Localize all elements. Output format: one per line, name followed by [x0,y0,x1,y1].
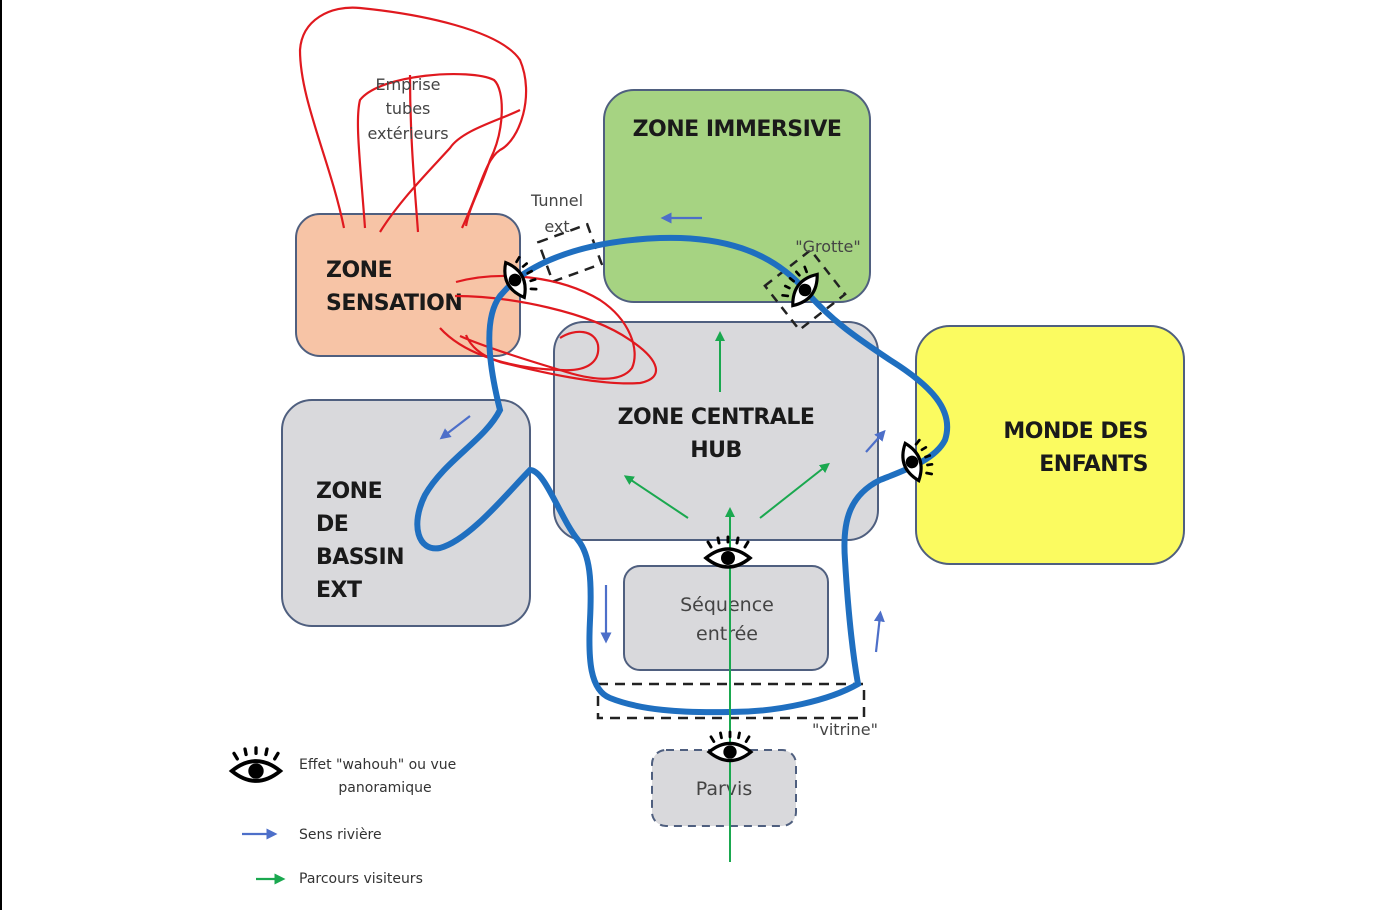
tunnel-line1: Tunnel [530,191,583,210]
tunnel-annotation: Tunnel ext [530,191,583,236]
zone-basin-line2: DE [316,512,348,537]
visitor-arrows [623,331,830,862]
zone-entry-line2: entrée [696,623,758,645]
external-tubes [298,6,658,385]
eye-icon [707,730,753,763]
zone-forecourt-label: Parvis [696,778,752,800]
river-loop [414,234,951,716]
zone-sensation: ZONE SENSATION [295,213,521,357]
zone-children-line2: ENFANTS [1039,452,1148,477]
zone-forecourt: Parvis [651,749,797,827]
zone-sensation-line2: SENSATION [326,291,462,316]
eye-icon [704,535,752,569]
tubes-annotation: Emprise tubes extérieurs [367,75,448,143]
zone-children: MONDE DES ENFANTS [915,325,1185,565]
zone-children-line1: MONDE DES [1003,419,1148,444]
tubes-line1: Emprise [375,75,440,94]
zone-entry-line1: Séquence [680,594,774,616]
zone-entry-sequence: Séquence entrée [623,565,829,671]
legend-eye-icon [229,745,283,783]
zone-basin-line4: EXT [316,578,362,603]
zone-central-line2: HUB [690,438,742,463]
showcase-annotation: "vitrine" [812,720,878,739]
cave-annotation: "Grotte" [795,237,861,256]
frame-border [0,0,2,910]
cave-box [763,248,847,332]
tubes-line3: extérieurs [367,124,448,143]
zone-basin-line1: ZONE [316,479,382,504]
legend-visitors-label: Parcours visiteurs [299,871,423,887]
legend-wow-line1: Effet "wahouh" ou vue [299,757,456,773]
zone-basin: ZONE DE BASSIN EXT [281,399,531,627]
tunnel-line2: ext [544,217,569,236]
legend-river-label: Sens rivière [299,827,382,843]
tubes-line2: tubes [386,99,431,118]
zone-central-line1: ZONE CENTRALE [618,405,815,430]
legend-wow-line2: panoramique [338,780,431,796]
river-arrows [439,212,886,653]
zone-sensation-line1: ZONE [326,258,392,283]
zone-basin-line3: BASSIN [316,545,404,570]
zone-immersive-label: ZONE IMMERSIVE [633,117,842,142]
zone-central-hub: ZONE CENTRALE HUB [553,321,879,541]
legend: Effet "wahouh" ou vue panoramique Sens r… [229,745,456,887]
zone-immersive: ZONE IMMERSIVE [603,89,871,303]
